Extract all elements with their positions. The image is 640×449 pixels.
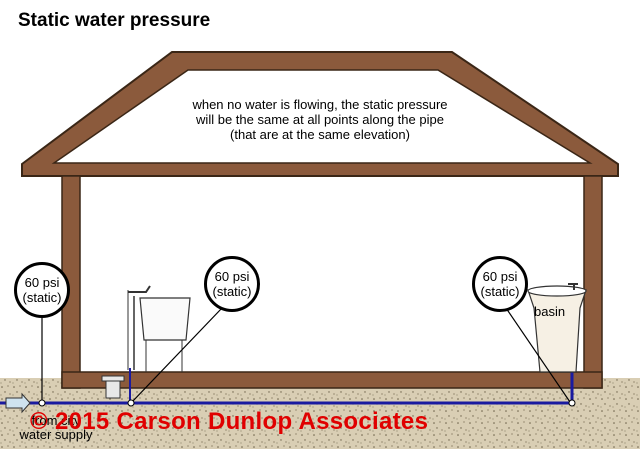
junction-left [38,399,46,407]
shutoff-valve [101,375,125,399]
roof-annotation-line-3: (that are at the same elevation) [230,127,410,142]
attic-space [51,69,593,164]
basin-fixture [527,283,587,373]
pressure-gauge-right: 60 psi (static) [472,256,528,312]
gauge-value: 60 psi [214,269,250,284]
roof-annotation-line-1: when no water is flowing, the static pre… [192,97,448,112]
pressure-gauge-left: 60 psi (static) [14,262,70,318]
floor-slab [61,371,603,389]
roof-annotation-line-2: will be the same at all points along the… [196,112,444,127]
gauge-pointer-middle [131,307,223,403]
junction-right [568,399,576,407]
gauge-note: (static) [480,284,520,299]
gauge-value: 60 psi [482,269,518,284]
gauge-pointer-right [505,307,571,403]
supply-label-line-1: from city [31,413,81,428]
basin-label: basin [534,304,566,319]
junction-middle [127,399,135,407]
copyright-watermark: © 2015 Carson Dunlop Associates [30,408,429,435]
right-wall [583,175,603,389]
gauge-value: 60 psi [24,275,60,290]
supply-arrow [5,392,31,414]
laundry-tub [127,285,191,372]
gauge-note: (static) [22,290,62,305]
supply-label-line-2: water supply [19,427,93,442]
diagram-title: Static water pressure [18,10,211,31]
pressure-gauge-middle: 60 psi (static) [204,256,260,312]
supply-label: from city water supply [12,414,100,442]
gauge-note: (static) [212,284,252,299]
roof-annotation: when no water is flowing, the static pre… [150,97,490,142]
